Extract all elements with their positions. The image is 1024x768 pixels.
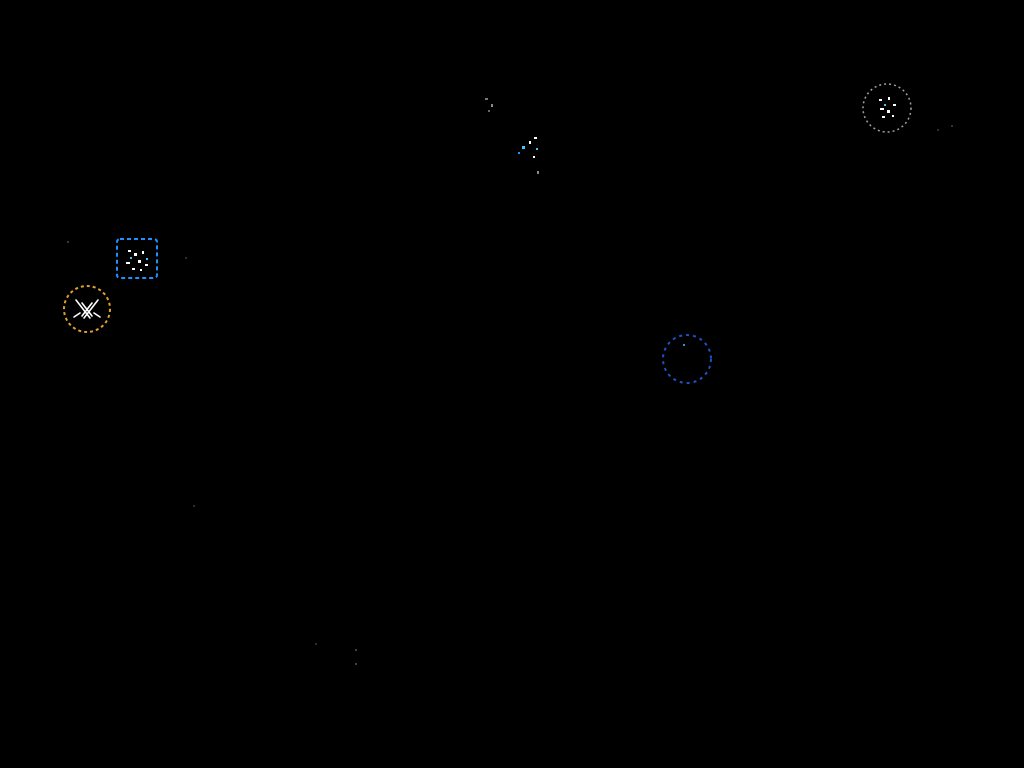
gray-ring-unit[interactable] — [862, 83, 912, 133]
fragment-icon — [485, 98, 539, 174]
glyph-highlight — [130, 257, 148, 260]
empty-ring-icon — [662, 334, 712, 384]
cyan-fragment-unit[interactable] — [485, 98, 539, 174]
yellow-ring-unit[interactable] — [63, 285, 111, 333]
crossed-swords-icon — [73, 299, 101, 319]
glyph-highlight — [884, 104, 886, 106]
selection-frame — [116, 238, 158, 279]
scatter-glyph-icon — [879, 97, 896, 118]
dark-blue-ring-unit[interactable] — [662, 334, 712, 384]
blue-square-unit[interactable] — [116, 238, 158, 279]
unit-ring — [63, 285, 111, 333]
scatter-glyph-icon — [126, 250, 148, 271]
unit-ring — [862, 83, 912, 133]
background-specks — [67, 125, 953, 665]
